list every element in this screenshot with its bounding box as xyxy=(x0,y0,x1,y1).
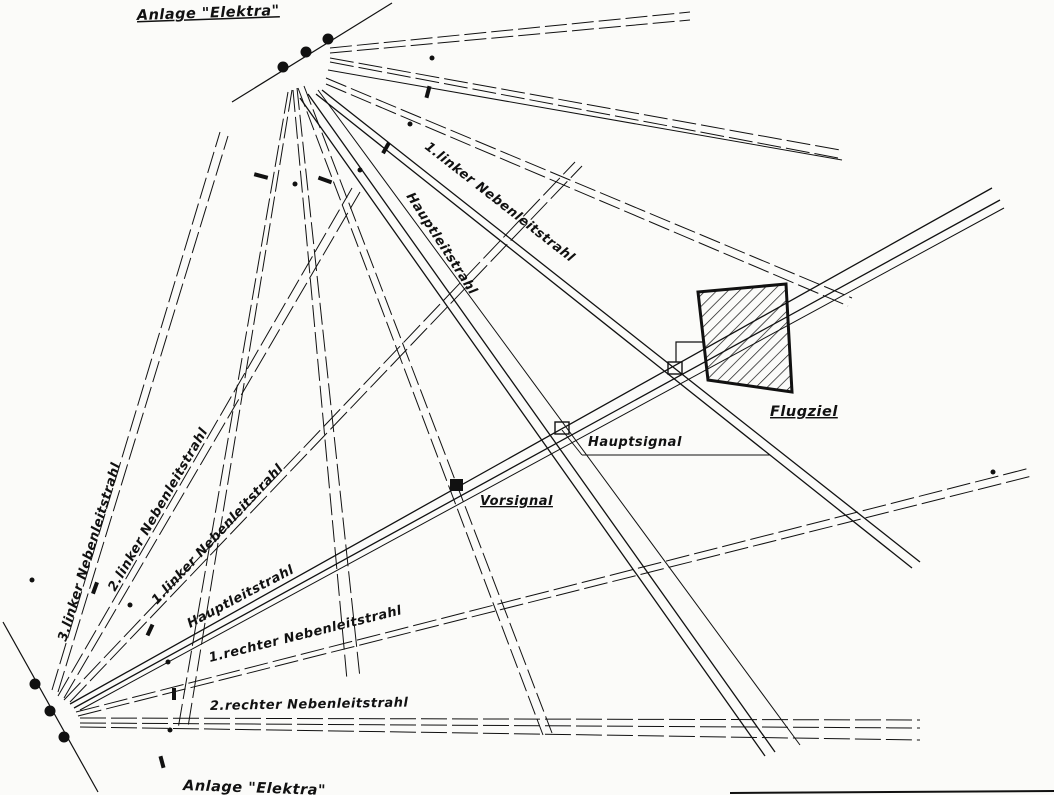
second-right-beam-label: 2.rechter Nebenleitstrahl xyxy=(210,696,409,714)
bottom-station-beams xyxy=(51,131,1033,741)
flight-target xyxy=(675,282,794,394)
antenna-dot xyxy=(322,33,334,45)
main-signal-label: Hauptsignal xyxy=(588,435,682,450)
first-right-beam-label: 1.rechter Nebenleitstrahl xyxy=(207,603,403,666)
antenna-dot xyxy=(58,731,70,743)
top-station-beams xyxy=(177,11,921,757)
pre-signal-label: Vorsignal xyxy=(480,494,553,509)
bottom-station xyxy=(2,621,99,793)
antenna-dot xyxy=(277,61,289,73)
bottom-station-markers xyxy=(29,469,996,769)
bottom-main-beam-label: Hauptleitstrahl xyxy=(185,563,297,632)
flight-target-label: Flugziel xyxy=(770,404,838,420)
top-station xyxy=(231,2,393,103)
antenna-dot xyxy=(300,46,312,58)
bottom-station-label: Anlage "Elektra" xyxy=(182,778,326,795)
target-crossing-mark xyxy=(667,361,683,375)
top-station-markers xyxy=(253,55,435,187)
signal-crossings xyxy=(450,361,683,491)
antenna-dot xyxy=(44,705,56,717)
main-signal-mark xyxy=(554,421,570,435)
third-left-beam-label: 3.linker Nebenleitstrahl xyxy=(55,461,124,643)
pre-signal-mark xyxy=(450,479,463,491)
antenna-dot xyxy=(29,678,41,690)
top-station-label: Anlage "Elektra" xyxy=(136,3,280,24)
